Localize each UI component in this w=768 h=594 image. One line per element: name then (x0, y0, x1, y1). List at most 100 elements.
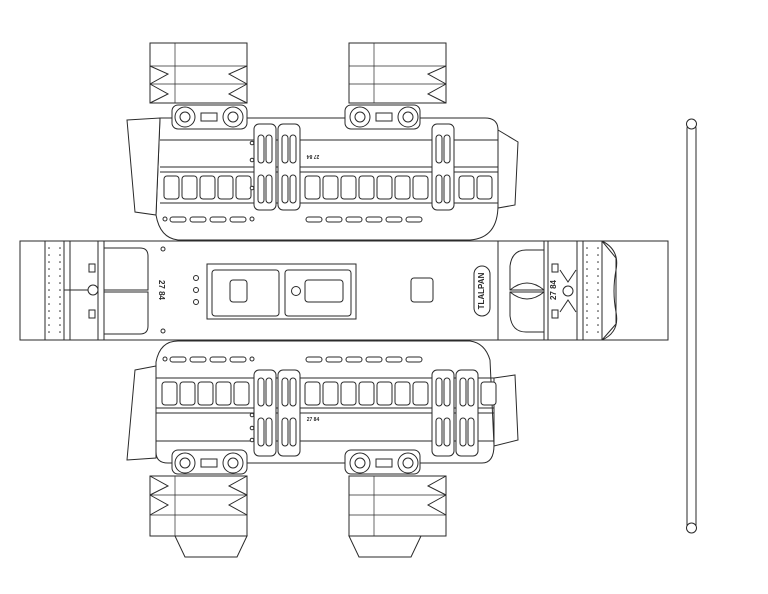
window-pane (340, 175, 357, 200)
upper-right-bogie-tabs (348, 42, 447, 104)
vent-slot (385, 356, 403, 363)
rivet (48, 275, 50, 277)
vent-slot (209, 216, 227, 223)
upper-door-right (431, 123, 455, 211)
window-pane (233, 381, 250, 406)
rivet (59, 296, 61, 298)
rivet (48, 289, 50, 291)
rivet (597, 324, 599, 326)
vent-slot (345, 356, 363, 363)
roof-unit-number-left: 27 84 (157, 280, 166, 301)
rivet (59, 324, 61, 326)
route-sign-text: TLALPAN (477, 272, 486, 309)
vent-dot (162, 216, 168, 222)
rivet (597, 254, 599, 256)
rivet (586, 268, 588, 270)
vent-dot (162, 356, 168, 362)
lower-right-wheelset (344, 449, 421, 475)
rivet (597, 247, 599, 249)
rivet (48, 282, 50, 284)
rivet (586, 296, 588, 298)
lower-left-bogie-tabs (149, 475, 248, 558)
window-pane (394, 175, 411, 200)
rivet (59, 289, 61, 291)
left-rivet-rows (48, 247, 61, 333)
trolley-pole-piece (686, 118, 697, 534)
rivet (597, 303, 599, 305)
vent-slot (189, 216, 207, 223)
window-pane (217, 175, 234, 200)
window-pane (322, 381, 339, 406)
vent-slot (365, 216, 383, 223)
rivet (597, 261, 599, 263)
rivet (59, 254, 61, 256)
rivet (597, 331, 599, 333)
rivet (586, 324, 588, 326)
lower-right-bogie-tabs (348, 475, 447, 558)
rivet (48, 324, 50, 326)
lower-window-row (161, 381, 497, 406)
roof-unit-number-right: 27 84 (549, 279, 558, 300)
roof-vent-hatch (410, 277, 434, 303)
window-pane (215, 381, 232, 406)
rivet (59, 317, 61, 319)
rivet (48, 317, 50, 319)
rivet (597, 310, 599, 312)
vent-slot (169, 216, 187, 223)
window-pane (458, 175, 475, 200)
rivet (597, 289, 599, 291)
rivet (59, 247, 61, 249)
route-sign (473, 265, 491, 317)
window-pane (412, 175, 429, 200)
window-pane (480, 381, 497, 406)
upper-vent-row (162, 216, 423, 223)
lower-vent-row (162, 356, 423, 363)
rivet (48, 296, 50, 298)
rivet (597, 268, 599, 270)
rivet (597, 296, 599, 298)
rivet (586, 275, 588, 277)
vent-slot (229, 356, 247, 363)
window-pane (476, 175, 493, 200)
vent-dot (249, 356, 255, 362)
roof-strip: 27 84 TLALPAN 27 84 (19, 240, 669, 341)
vent-slot (209, 356, 227, 363)
upper-left-bogie-tabs (149, 42, 248, 104)
window-pane (358, 175, 375, 200)
window-pane (340, 381, 357, 406)
window-pane (304, 175, 321, 200)
rivet (59, 310, 61, 312)
window-pane (394, 381, 411, 406)
rivet (48, 261, 50, 263)
window-pane (161, 381, 178, 406)
upper-door-left (253, 123, 301, 211)
rivet (48, 303, 50, 305)
rivet (48, 310, 50, 312)
rivet (59, 268, 61, 270)
rivet (59, 275, 61, 277)
upper-side-panel: 27 84 (126, 42, 519, 241)
rivet (586, 254, 588, 256)
vent-slot (405, 356, 423, 363)
window-pane (412, 381, 429, 406)
lower-side-unit-number: 27 84 (307, 417, 320, 423)
window-pane (163, 175, 180, 200)
rivet (48, 247, 50, 249)
vent-slot (325, 356, 343, 363)
rivet (59, 303, 61, 305)
vent-slot (229, 216, 247, 223)
vent-slot (385, 216, 403, 223)
vent-slot (345, 216, 363, 223)
lower-door-left (253, 369, 301, 457)
window-pane (322, 175, 339, 200)
rivet (597, 317, 599, 319)
window-pane (358, 381, 375, 406)
lower-door-right (431, 369, 479, 457)
rivet (59, 331, 61, 333)
window-pane (304, 381, 321, 406)
vent-slot (405, 216, 423, 223)
vent-slot (305, 216, 323, 223)
lower-side-panel: 27 84 (126, 340, 519, 558)
rivet (597, 282, 599, 284)
